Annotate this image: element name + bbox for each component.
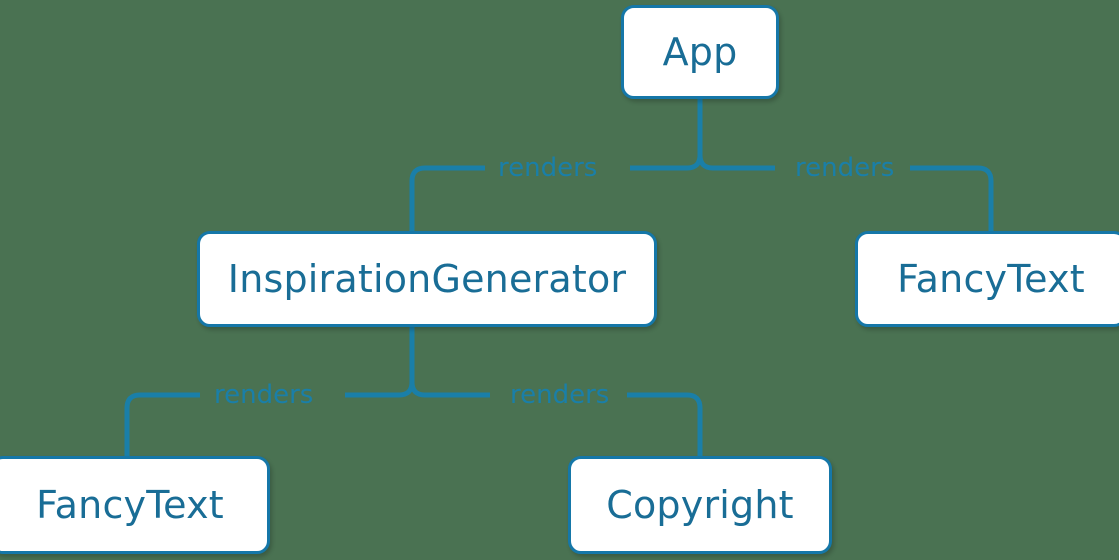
node-copyright[interactable]: Copyright bbox=[568, 456, 832, 554]
node-copyright-label: Copyright bbox=[606, 483, 794, 527]
edge-label-inspiration-generator-to-copyright: renders bbox=[510, 380, 610, 410]
node-fancy-text-bottom-left[interactable]: FancyText bbox=[0, 456, 270, 554]
edge-inspgen-to-copyright-right-seg bbox=[627, 392, 703, 456]
edge-inspgen-to-copyright-left-seg bbox=[409, 381, 490, 398]
edge-label-app-to-fancy-text: renders bbox=[795, 153, 895, 183]
node-fancy-text-right-label: FancyText bbox=[897, 257, 1085, 301]
node-inspiration-generator-label: InspirationGenerator bbox=[227, 257, 627, 301]
edge-app-to-inspgen-left-seg bbox=[409, 165, 485, 231]
node-app-label: App bbox=[662, 30, 738, 74]
edge-label-app-to-inspiration-generator: renders bbox=[498, 153, 598, 183]
edge-inspgen-to-fancy-right-seg bbox=[345, 381, 415, 398]
edge-app-to-fancy-right-seg bbox=[910, 165, 994, 231]
edge-inspgen-to-fancy-left-seg bbox=[124, 392, 200, 456]
edge-label-inspiration-generator-to-fancy-text: renders bbox=[214, 380, 314, 410]
node-fancy-text-bottom-left-label: FancyText bbox=[36, 483, 224, 527]
node-app[interactable]: App bbox=[621, 5, 779, 99]
edge-app-to-inspgen-right-seg bbox=[630, 154, 703, 171]
node-fancy-text-right[interactable]: FancyText bbox=[855, 231, 1119, 327]
node-inspiration-generator[interactable]: InspirationGenerator bbox=[197, 231, 657, 327]
edge-app-to-fancy-left-seg bbox=[697, 154, 775, 171]
